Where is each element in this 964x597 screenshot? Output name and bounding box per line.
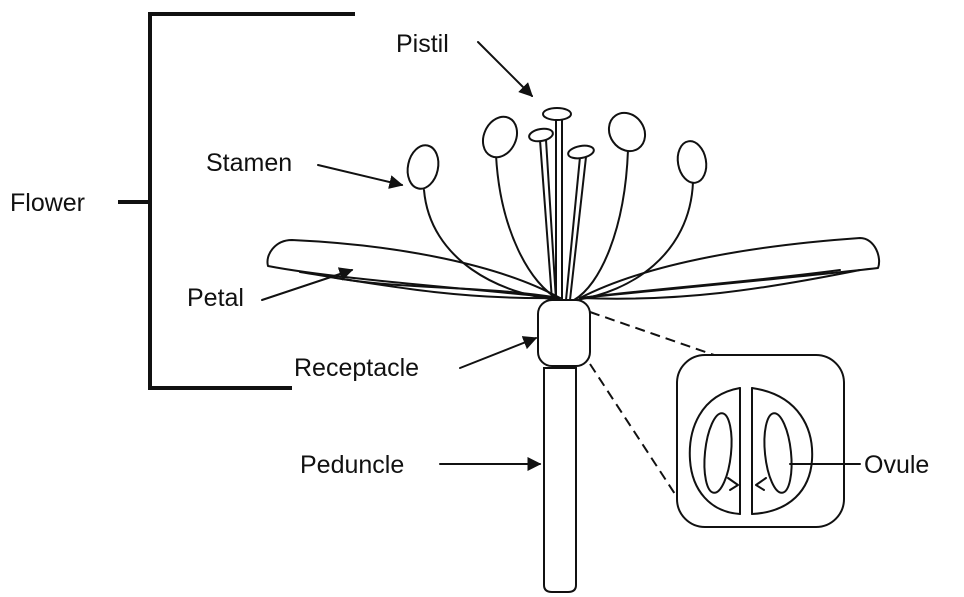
petal-arrow — [262, 270, 352, 300]
flower-label: Flower — [10, 189, 85, 217]
pistil-label: Pistil — [396, 30, 449, 58]
receptacle-label: Receptacle — [294, 354, 419, 382]
ovary-inset — [677, 355, 844, 527]
receptacle-arrow — [460, 338, 536, 368]
peduncle-stem — [544, 368, 576, 592]
stamen-label: Stamen — [206, 149, 292, 177]
pistil-arrow — [478, 42, 532, 96]
stamen-arrow — [318, 165, 402, 185]
receptacle — [538, 300, 590, 366]
flower-bracket — [118, 14, 355, 388]
stamen-filaments — [424, 150, 693, 300]
ovule-label: Ovule — [864, 451, 929, 479]
petal-label: Petal — [187, 284, 244, 312]
peduncle-label: Peduncle — [300, 451, 404, 479]
